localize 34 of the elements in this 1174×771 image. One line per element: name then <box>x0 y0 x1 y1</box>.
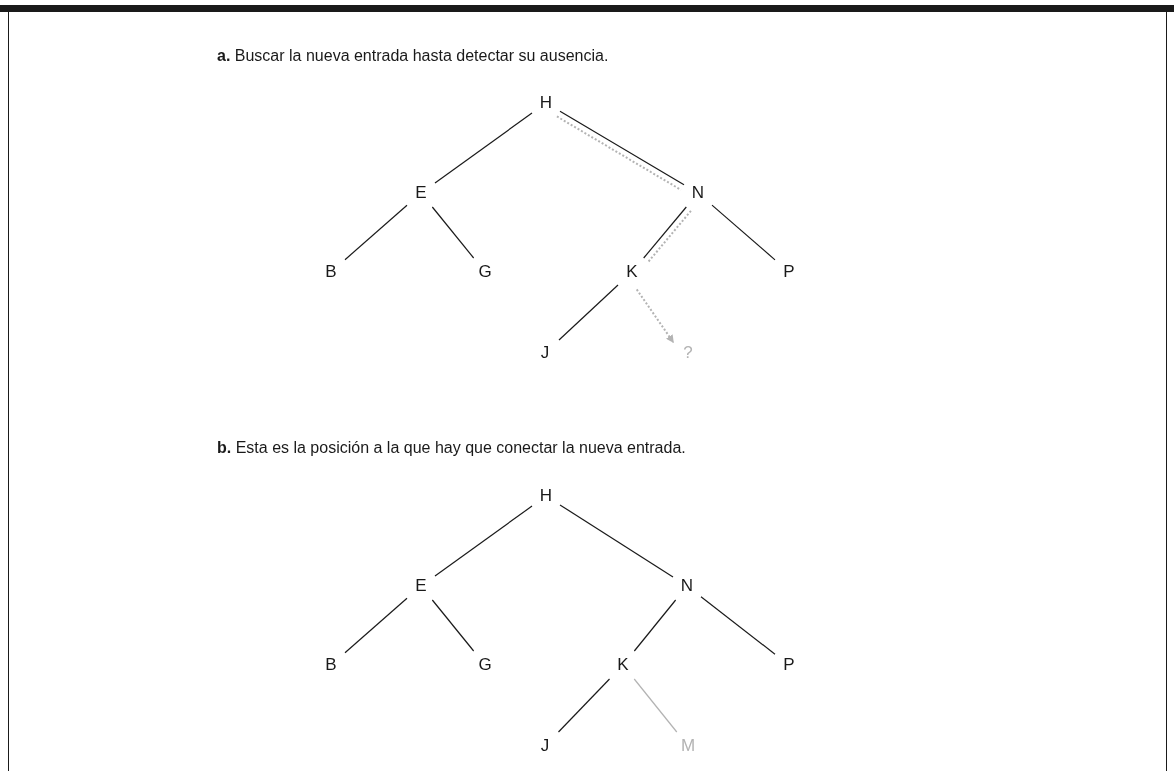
node-letter: K <box>617 655 629 675</box>
tree-branch <box>431 599 475 652</box>
node-letter: ? <box>683 343 693 363</box>
node-letter: J <box>540 343 550 363</box>
node-letter: P <box>783 262 795 282</box>
node-letter: J <box>540 736 550 756</box>
tree-branch <box>431 206 475 259</box>
node-letter: N <box>691 183 705 203</box>
tree-branch <box>557 678 611 733</box>
node-letter: H <box>539 93 553 113</box>
node-letter: K <box>626 262 638 282</box>
node-letter: M <box>680 736 696 756</box>
tree-branch <box>344 597 408 654</box>
node-letter: P <box>783 655 795 675</box>
node-letter: G <box>478 262 492 282</box>
tree-branch <box>700 596 776 655</box>
tree-branch <box>558 284 619 341</box>
tree-branch <box>633 599 677 652</box>
node-letter: B <box>325 655 337 675</box>
node-letter: G <box>478 655 492 675</box>
tree-branch <box>344 204 408 261</box>
panel-caption: b. Esta es la posición a la que hay que conectar la nueva entrada. <box>217 439 686 457</box>
search-path-arrow <box>635 288 675 344</box>
tree-branch <box>434 505 533 577</box>
tree-branch <box>633 678 678 733</box>
tree-branch <box>434 112 533 184</box>
tree-branch <box>711 204 776 261</box>
node-letter: H <box>539 486 553 506</box>
node-letter: E <box>415 576 427 596</box>
node-letter: B <box>325 262 337 282</box>
panel-caption: a. Buscar la nueva entrada hasta detectar su ausencia. <box>217 47 609 65</box>
node-letter: N <box>680 576 694 596</box>
tree-branch <box>559 504 674 578</box>
node-letter: E <box>415 183 427 203</box>
